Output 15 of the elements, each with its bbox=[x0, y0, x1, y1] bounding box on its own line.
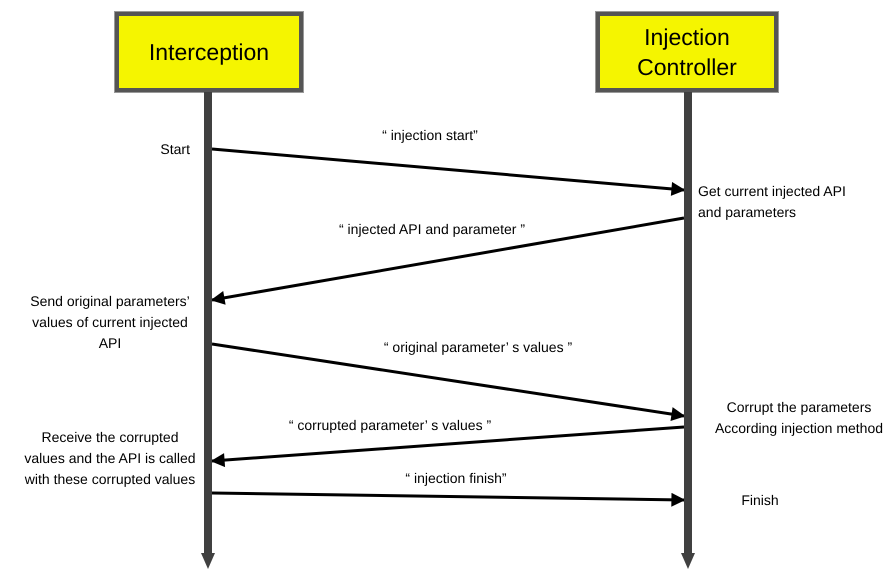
message-arrow bbox=[210, 426, 684, 468]
participant-box: Injection Controller bbox=[596, 12, 778, 92]
lifeline bbox=[201, 92, 215, 569]
participant-box: Interception bbox=[115, 12, 303, 92]
step-note: Finish bbox=[740, 491, 780, 510]
step-note: Send original parameters’ values of current injected API bbox=[30, 292, 190, 353]
message-arrow bbox=[212, 148, 686, 196]
message-arrow bbox=[210, 216, 684, 305]
step-note: Receive the corrupted values and the API is called with these corrupted values bbox=[23, 428, 197, 489]
step-note: Corrupt the parameters According injection method bbox=[714, 398, 884, 438]
lifeline bbox=[681, 92, 695, 569]
step-note: Start bbox=[159, 140, 190, 159]
step-note: Get current injected API and parameters bbox=[698, 182, 847, 222]
message-arrow bbox=[212, 492, 686, 507]
message-arrow bbox=[212, 342, 686, 422]
